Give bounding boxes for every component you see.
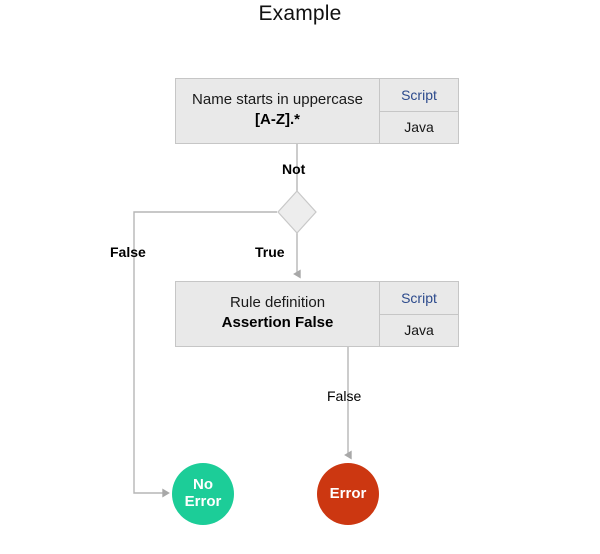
- rule-definition-box[interactable]: Name starts in uppercase [A-Z].* Script …: [175, 78, 459, 144]
- assertion-box-assertion: Assertion False: [221, 313, 334, 331]
- error-terminal[interactable]: Error: [317, 463, 379, 525]
- assertion-box-script-label[interactable]: Script: [380, 282, 458, 315]
- no-error-line2: Error: [184, 493, 222, 510]
- error-line1: Error: [329, 484, 367, 502]
- decision-not-label: Not: [282, 161, 306, 177]
- rule-box-main: Name starts in uppercase [A-Z].*: [176, 79, 379, 143]
- assertion-box-main: Rule definition Assertion False: [176, 282, 379, 346]
- no-error-line1: No: [193, 476, 213, 494]
- false-branch-label: False: [110, 244, 146, 260]
- rule-box-side-panel: Script Java: [379, 79, 458, 143]
- page-title: Example: [258, 2, 342, 25]
- rule-box-pattern: [A-Z].*: [255, 110, 300, 128]
- rule-box-language-label[interactable]: Java: [404, 119, 434, 136]
- decision-diamond[interactable]: [277, 190, 317, 234]
- assertion-false-label: False: [327, 388, 362, 404]
- assertion-box-description: Rule definition: [229, 293, 326, 311]
- rule-box-description: Name starts in uppercase: [192, 90, 363, 108]
- assertion-box-language-label[interactable]: Java: [404, 322, 434, 339]
- assertion-box[interactable]: Rule definition Assertion False Script J…: [175, 281, 459, 347]
- assertion-box-side-panel: Script Java: [379, 282, 458, 346]
- no-error-terminal[interactable]: No Error: [172, 463, 234, 525]
- rule-box-script-label[interactable]: Script: [380, 79, 458, 112]
- true-branch-label: True: [255, 244, 285, 260]
